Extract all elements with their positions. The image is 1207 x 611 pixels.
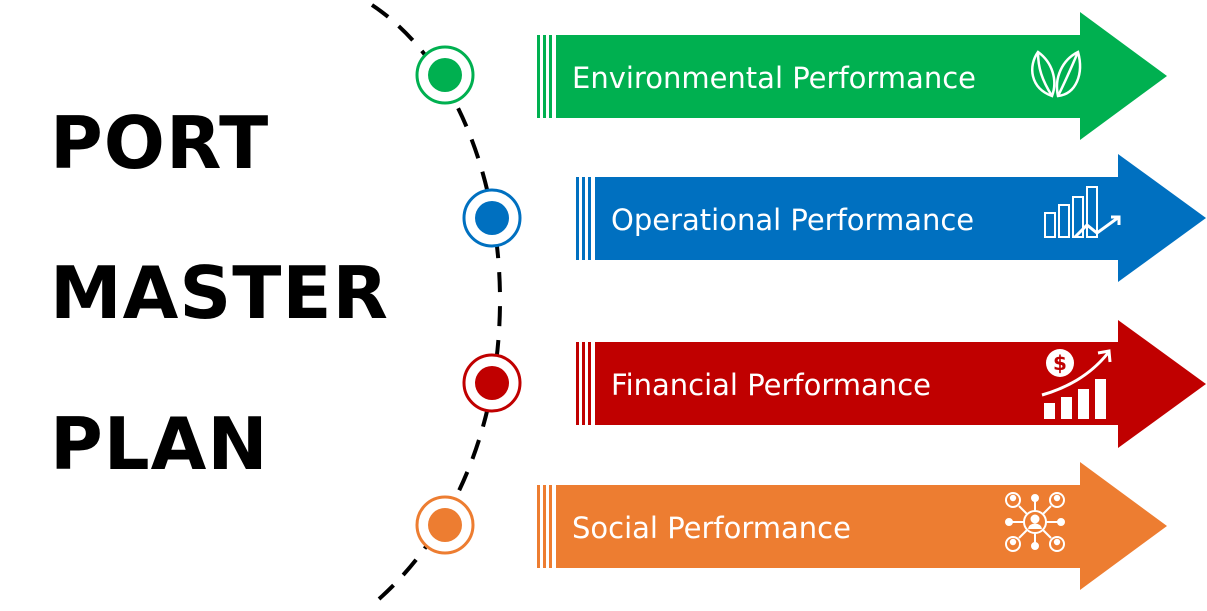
money-growth-chart-icon: $ xyxy=(1041,349,1112,419)
arrow-stripe-3 xyxy=(588,177,591,260)
label-financial: Financial Performance xyxy=(611,368,931,402)
title-master: MASTER xyxy=(50,251,389,335)
arrow-stripe-3 xyxy=(549,485,552,568)
label-environmental: Environmental Performance xyxy=(572,61,976,95)
arrow-stripe-1 xyxy=(537,485,540,568)
arrow-stripe-3 xyxy=(588,342,591,425)
leaf-icon xyxy=(1030,50,1082,98)
item-operational: Operational Performance xyxy=(462,154,1206,282)
arrow-environmental xyxy=(556,12,1167,140)
arrow-stripe-2 xyxy=(543,35,546,118)
item-social: Social Performance xyxy=(415,462,1167,590)
node-dot-environmental xyxy=(428,58,462,92)
arrow-stripe-2 xyxy=(582,342,585,425)
label-operational: Operational Performance xyxy=(611,203,974,237)
arrow-stripe-1 xyxy=(576,342,579,425)
node-dot-operational xyxy=(475,201,509,235)
arrow-stripe-1 xyxy=(537,35,540,118)
item-environmental: Environmental Performance xyxy=(415,12,1167,140)
node-dot-financial xyxy=(475,366,509,400)
arrow-stripe-2 xyxy=(582,177,585,260)
title-port: PORT xyxy=(50,101,270,185)
item-financial: Financial Performance $ xyxy=(462,320,1206,448)
arrow-stripe-3 xyxy=(549,35,552,118)
title-plan: PLAN xyxy=(50,402,269,486)
arrow-stripe-1 xyxy=(576,177,579,260)
arrow-operational xyxy=(595,154,1206,282)
arrow-stripe-2 xyxy=(543,485,546,568)
node-dot-social xyxy=(428,508,462,542)
people-network-icon xyxy=(1005,492,1065,552)
bar-chart-trend-icon xyxy=(1044,186,1121,239)
svg-text:$: $ xyxy=(1053,351,1067,375)
label-social: Social Performance xyxy=(572,511,851,545)
